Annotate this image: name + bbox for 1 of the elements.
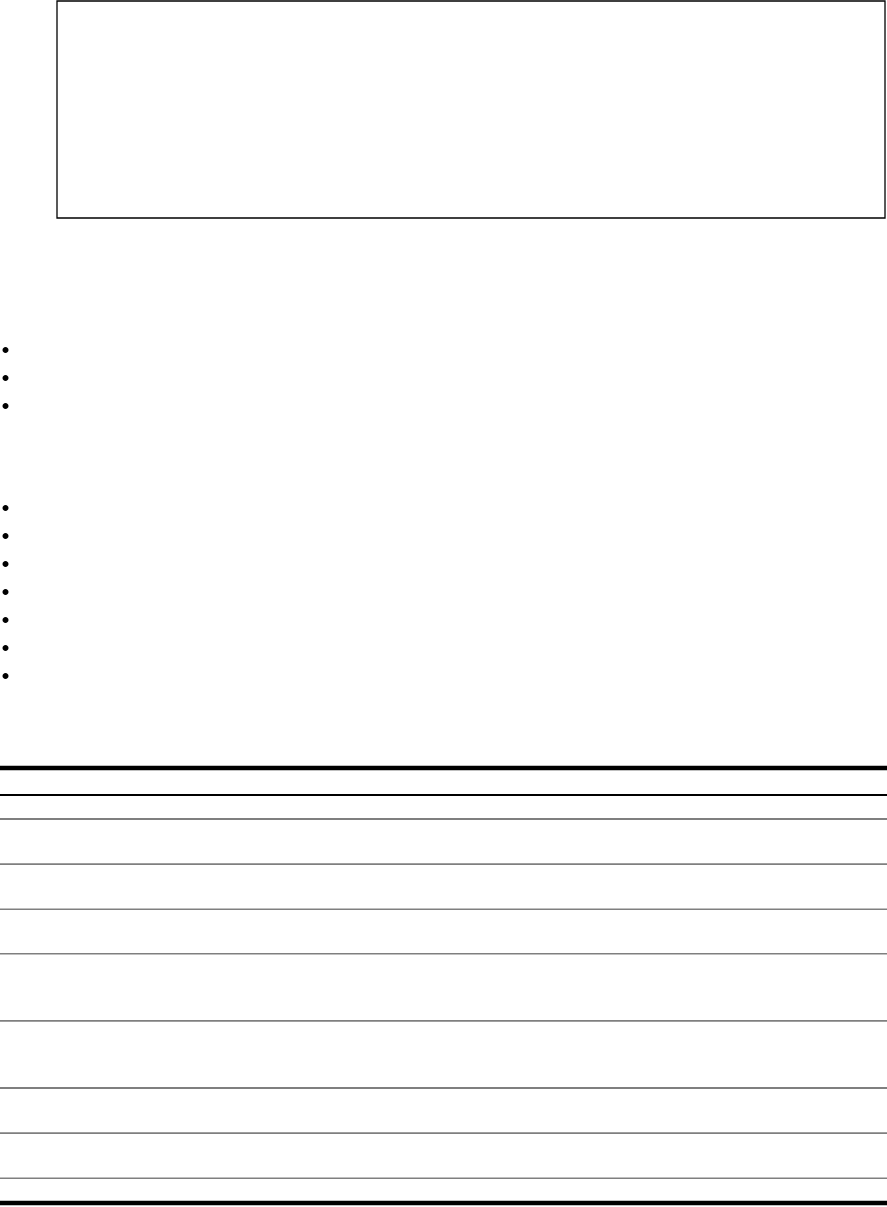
empty-box (56, 0, 886, 219)
